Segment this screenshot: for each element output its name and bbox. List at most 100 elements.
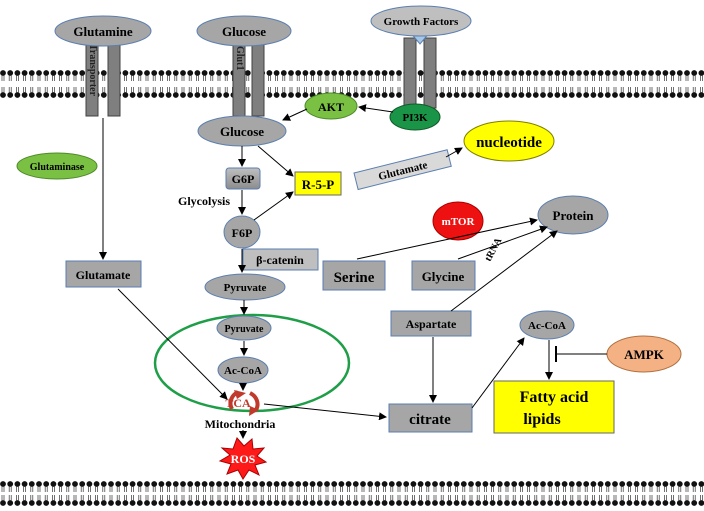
lipid-head <box>309 70 316 76</box>
lipid-head <box>561 481 568 487</box>
lipid-head <box>612 70 618 76</box>
lipid-head <box>604 500 611 506</box>
lipid-head <box>208 500 215 506</box>
lipid-head <box>619 481 626 487</box>
lipid-head <box>252 481 258 487</box>
lipid-head <box>504 481 510 487</box>
lipid-head <box>417 92 424 98</box>
lipid-head <box>280 481 287 487</box>
lipid-head <box>453 70 460 76</box>
lipid-head <box>331 481 338 487</box>
lipid-head <box>129 92 136 98</box>
glutamate-label: Glutamate <box>76 268 131 282</box>
lipid-head <box>662 92 669 98</box>
lipid-head <box>604 92 611 98</box>
lipid-head <box>446 500 453 506</box>
lipid-head <box>475 481 482 487</box>
ros-label: ROS <box>231 452 256 466</box>
lipid-head <box>576 481 582 487</box>
lipid-head <box>360 500 366 506</box>
lipid-head <box>482 70 489 76</box>
tca-cycle-right-head <box>249 406 259 416</box>
glutaminase-node <box>16 152 98 180</box>
lipid-head <box>331 70 338 76</box>
lipid-head <box>338 500 345 506</box>
lipid-head <box>324 500 330 506</box>
nucleotide-label: nucleotide <box>476 135 542 151</box>
lipid-head <box>676 481 683 487</box>
lipid-head <box>403 481 410 487</box>
lipid-head <box>648 70 654 76</box>
lipid-head <box>316 70 323 76</box>
lipid-head <box>590 500 597 506</box>
lipid-head <box>93 500 100 506</box>
lipid-head <box>122 481 129 487</box>
lipid-head <box>237 481 244 487</box>
lipid-head <box>669 481 676 487</box>
lipid-head <box>57 481 64 487</box>
lipid-head <box>338 481 345 487</box>
lipid-head <box>223 500 230 506</box>
arrow-glucose-r5p <box>257 145 294 177</box>
lipid-head <box>547 500 554 506</box>
glut1-bar-right <box>251 35 265 117</box>
lipid-head <box>511 500 518 506</box>
lipid-head <box>640 481 647 487</box>
lipid-head <box>489 500 496 506</box>
lipid-head <box>504 92 510 98</box>
lipid-head <box>518 70 525 76</box>
arrow-citrate-accoa <box>471 337 525 409</box>
r5p-node <box>294 171 342 196</box>
lipid-head <box>0 70 6 76</box>
lipid-head <box>36 500 42 506</box>
lipid-head <box>266 481 273 487</box>
lipid-head <box>93 481 100 487</box>
lipid-head <box>626 500 633 506</box>
lipid-head <box>180 481 186 487</box>
lipid-head <box>194 500 201 506</box>
lipid-head <box>194 70 201 76</box>
lipid-head <box>439 500 446 506</box>
lipid-head <box>432 500 438 506</box>
lipid-head <box>604 70 611 76</box>
lipid-head <box>324 70 330 76</box>
lipid-head <box>115 481 122 487</box>
lipid-head <box>115 500 122 506</box>
lipid-head <box>309 481 316 487</box>
lipid-head <box>280 500 287 506</box>
mtor-node <box>432 201 484 241</box>
lipid-head <box>367 92 374 98</box>
lipid-head <box>165 500 172 506</box>
lipid-head <box>223 481 230 487</box>
lipid-head <box>460 500 467 506</box>
lipid-head <box>676 500 683 506</box>
lipid-head <box>187 70 194 76</box>
f6p-node <box>223 215 261 249</box>
lipid-head <box>288 481 294 487</box>
lipid-head <box>345 481 352 487</box>
lipid-head <box>295 481 302 487</box>
lipid-head <box>122 70 129 76</box>
lipid-head <box>540 70 546 76</box>
lipid-head <box>216 70 222 76</box>
lipid-head <box>662 70 669 76</box>
arrow-akt-glucose <box>282 108 308 121</box>
lipid-head <box>532 92 539 98</box>
lipid-head <box>223 92 230 98</box>
lipid-head <box>482 500 489 506</box>
receptor-bar-left <box>403 37 417 109</box>
lipid-head <box>172 481 179 487</box>
lipid-head <box>676 70 683 76</box>
lipid-head <box>28 500 35 506</box>
lipid-head <box>633 92 640 98</box>
lipid-head <box>568 500 575 506</box>
lipid-head <box>280 70 287 76</box>
mitochondria-label: Mitochondria <box>205 417 276 431</box>
lipid-head <box>518 92 525 98</box>
glutamate-node <box>65 260 142 288</box>
lipid-head <box>590 481 597 487</box>
lipid-head <box>136 500 143 506</box>
lipid-head <box>309 500 316 506</box>
lipid-head <box>540 500 546 506</box>
lipid-head <box>626 92 633 98</box>
